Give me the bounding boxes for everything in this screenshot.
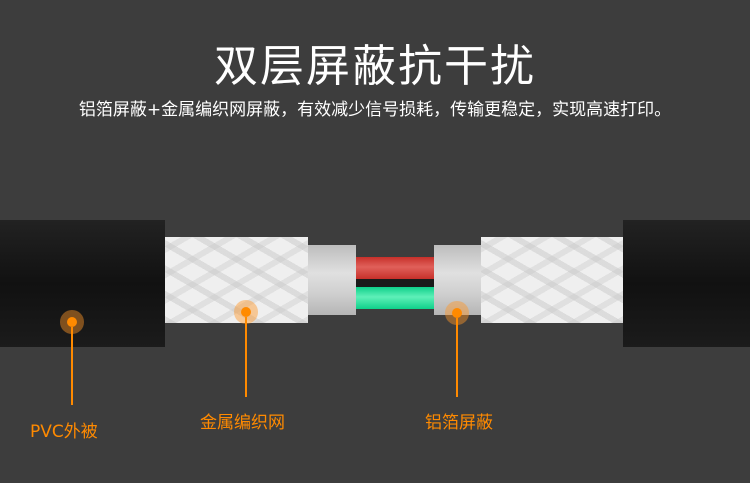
pvc-jacket-label: PVC外被 bbox=[30, 422, 98, 442]
aluminum-foil-label: 铝箔屏蔽 bbox=[425, 413, 493, 433]
pvc-marker-dot bbox=[67, 317, 77, 327]
foil-marker-dot bbox=[452, 308, 462, 318]
green-wire bbox=[356, 287, 434, 309]
right-metal-braid bbox=[481, 237, 623, 323]
metal-braid-label: 金属编织网 bbox=[200, 413, 285, 433]
red-wire bbox=[356, 257, 434, 279]
right-aluminum-foil bbox=[434, 245, 481, 315]
black-wire bbox=[356, 279, 434, 287]
left-metal-braid bbox=[165, 237, 308, 323]
right-pvc-jacket bbox=[623, 220, 750, 347]
left-aluminum-foil bbox=[308, 245, 356, 315]
page-title: 双层屏蔽抗干扰 bbox=[214, 41, 536, 92]
braid-leader-line bbox=[245, 317, 247, 397]
left-pvc-jacket bbox=[0, 220, 165, 347]
pvc-leader-line bbox=[71, 327, 73, 405]
braid-marker-dot bbox=[241, 307, 251, 317]
foil-leader-line bbox=[456, 318, 458, 397]
subtitle: 铝箔屏蔽+金属编织网屏蔽，有效减少信号损耗，传输更稳定，实现高速打印。 bbox=[78, 100, 672, 120]
